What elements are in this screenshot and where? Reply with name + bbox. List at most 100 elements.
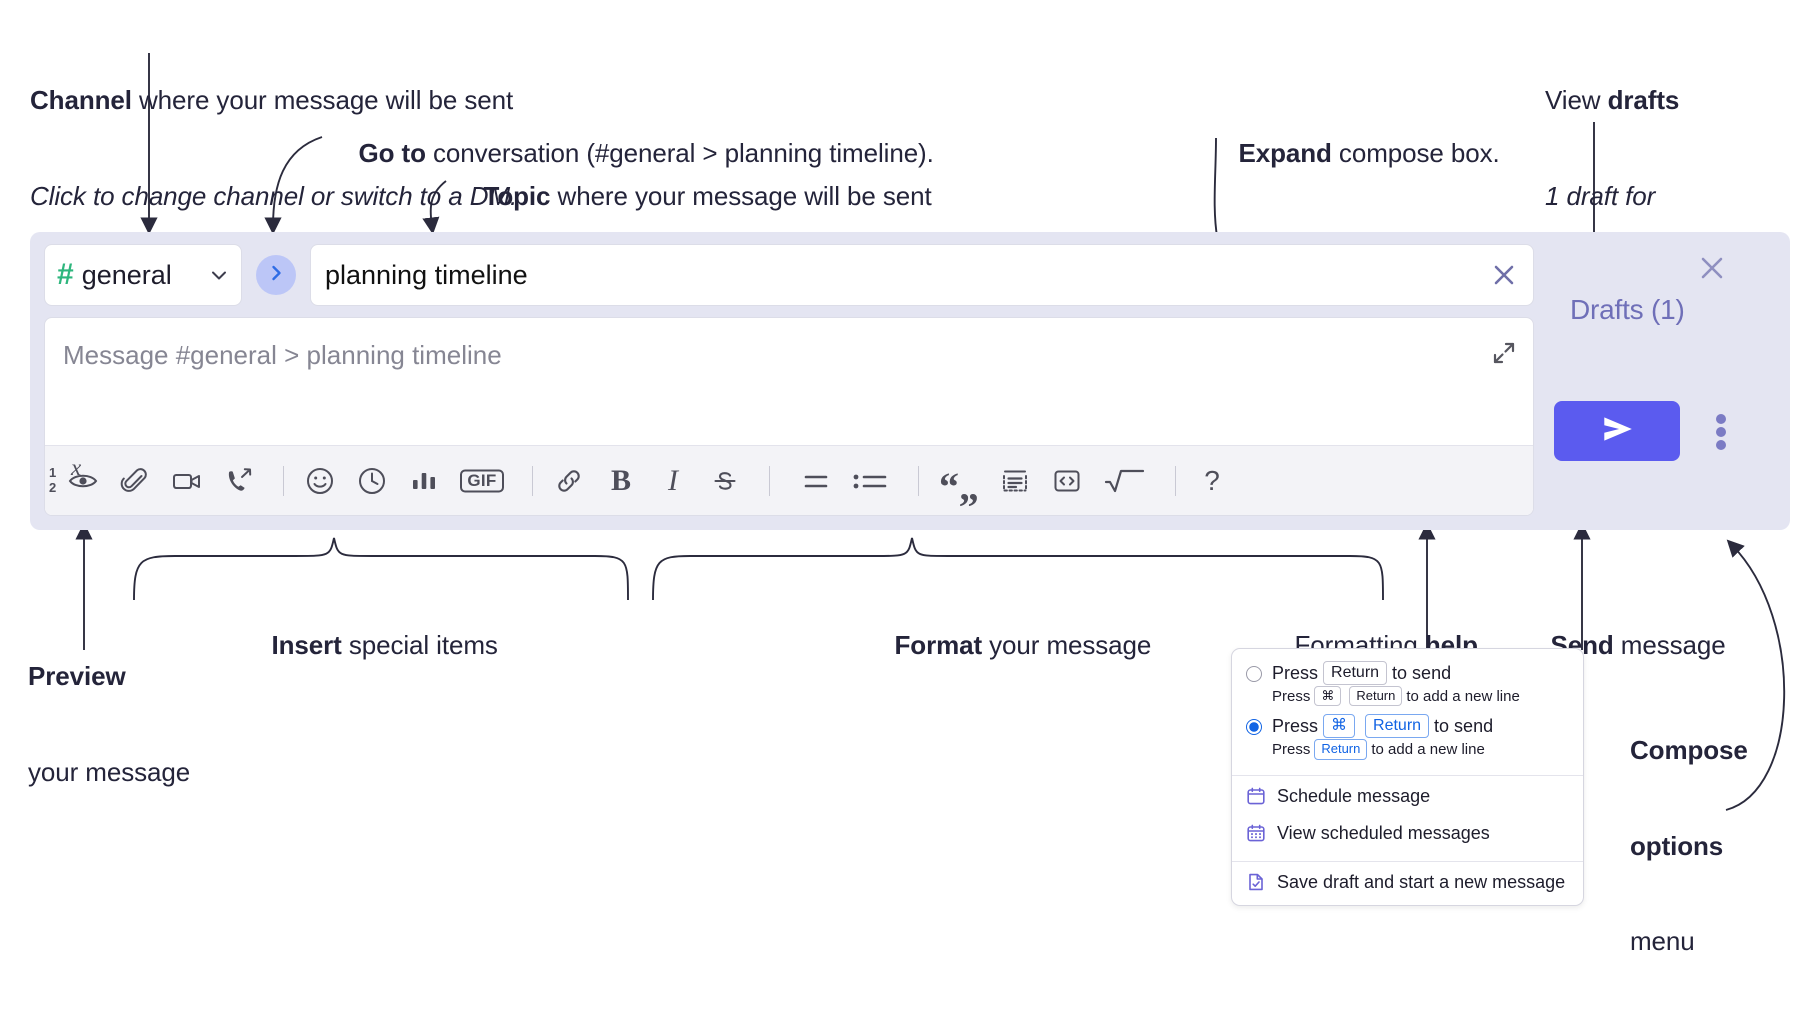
kebab-dot [1716, 427, 1726, 437]
send-icon [1599, 413, 1635, 450]
kebab-dot [1716, 440, 1726, 450]
send-button[interactable] [1554, 401, 1680, 461]
option2-sub-tail: to add a new line [1371, 740, 1485, 758]
audio-call-icon[interactable] [217, 459, 261, 503]
annotation-topic-rest: where your message will be sent [550, 180, 932, 211]
annotation-topic: Topic where your message will be sent [455, 149, 932, 244]
video-icon[interactable] [165, 459, 209, 503]
menu-item-save-draft[interactable]: Save draft and start a new message [1232, 862, 1583, 905]
menu-item-view-scheduled[interactable]: View scheduled messages [1232, 815, 1583, 852]
menu-option-cmd-return-to-send[interactable]: Press ⌘ Return to send [1232, 706, 1583, 739]
key-command: ⌘ [1314, 686, 1342, 707]
toolbar-separator [532, 465, 533, 496]
compose-options-menu: Press Return to send Press ⌘ Return to a… [1231, 648, 1584, 906]
gif-label: GIF [467, 470, 497, 490]
annotation-insert-rest: special items [341, 629, 498, 660]
expand-icon[interactable] [1491, 340, 1517, 366]
option2-tail-label: to send [1434, 715, 1494, 736]
channel-name-label: general [81, 259, 172, 290]
help-icon[interactable]: ? [1190, 459, 1234, 503]
gif-icon[interactable]: GIF [454, 459, 510, 503]
message-placeholder: Message #general > planning timeline [63, 340, 502, 370]
annotation-format: Format your message [866, 598, 1152, 693]
annotation-channel: Channel where your message will be sent … [30, 22, 517, 276]
menu-item-label: Save draft and start a new message [1277, 871, 1566, 892]
drafts-link[interactable]: Drafts (1) [1570, 294, 1685, 325]
option2-press-label: Press [1272, 715, 1319, 736]
option2-sub-press: Press [1272, 740, 1311, 758]
blockquote-icon[interactable]: “„ [939, 463, 979, 509]
hash-icon: # [57, 258, 74, 291]
annotation-compose-options: Compose options menu [1630, 672, 1748, 1021]
clear-topic-close-icon[interactable] [1489, 260, 1519, 290]
annotation-preview: Preview your message [28, 598, 190, 852]
menu-item-schedule-message[interactable]: Schedule message [1232, 776, 1583, 815]
topic-input[interactable]: planning timeline [310, 244, 1534, 306]
save-draft-icon [1246, 872, 1266, 892]
key-return: Return [1323, 661, 1388, 685]
formatting-toolbar: GIF B I [45, 445, 1533, 515]
compose-panel: # general planning timeline [30, 232, 1790, 530]
calendar-icon [1246, 786, 1266, 806]
goto-conversation-button[interactable] [256, 255, 296, 295]
link-icon[interactable] [547, 459, 591, 503]
poll-icon[interactable] [402, 459, 446, 503]
annotation-preview-bold: Preview [28, 661, 126, 692]
toolbar-separator [283, 465, 284, 496]
annotation-send: Send message [1522, 598, 1726, 693]
strikethrough-icon[interactable] [703, 459, 747, 503]
kebab-dot [1716, 414, 1726, 424]
annotation-insert: Insert special items [243, 598, 498, 693]
annotation-goto-bold: Go to [358, 137, 426, 168]
message-input-box[interactable]: Message #general > planning timeline [44, 317, 1534, 516]
compose-options-kebab-icon[interactable] [1708, 410, 1734, 454]
annotation-format-rest: your message [982, 629, 1152, 660]
bulleted-list-icon[interactable] [844, 459, 896, 503]
menu-item-label: View scheduled messages [1277, 822, 1490, 843]
annotation-topic-bold: Topic [483, 180, 551, 211]
menu-divider [1232, 860, 1583, 862]
annotation-channel-rest: where your message will be sent [131, 85, 514, 116]
menu-option1-subtext: Press ⌘ Return to add a new line [1232, 685, 1583, 707]
attachment-icon[interactable] [113, 459, 157, 503]
topic-value: planning timeline [325, 259, 528, 290]
annotation-goto-rest: conversation (#general > planning timeli… [425, 137, 934, 168]
panel-close-icon[interactable] [1695, 251, 1729, 285]
emoji-icon[interactable] [298, 459, 342, 503]
key-return: Return [1365, 714, 1430, 739]
annotation-expand-bold: Expand [1238, 137, 1332, 168]
option1-tail-label: to send [1392, 662, 1452, 683]
annotation-compose-bold2: options [1630, 830, 1724, 861]
code-block-icon[interactable] [993, 459, 1037, 503]
chevron-down-icon [209, 265, 229, 285]
key-command: ⌘ [1323, 714, 1356, 739]
code-icon[interactable] [1045, 459, 1089, 503]
menu-divider [1232, 774, 1583, 776]
compose-header-row: # general planning timeline [44, 244, 1534, 306]
clock-icon[interactable] [350, 459, 394, 503]
channel-selector-button[interactable]: # general [44, 244, 242, 306]
option1-press-label: Press [1272, 662, 1319, 683]
annotation-insert-bold: Insert [271, 629, 342, 660]
annotation-drafts-italic1: 1 draft for [1545, 180, 1656, 211]
math-icon[interactable]: x [71, 455, 1153, 503]
annotation-goto: Go to conversation (#general > planning … [330, 106, 934, 201]
bold-icon[interactable]: B [610, 463, 631, 497]
annotation-preview-rest: your message [28, 756, 191, 787]
compose-editor-area: # general planning timeline [44, 244, 1534, 516]
toolbar-separator [1175, 465, 1176, 496]
annotation-format-bold: Format [894, 629, 983, 660]
radio-unselected-icon[interactable] [1246, 666, 1262, 682]
annotation-channel-bold: Channel [30, 85, 132, 116]
screenshot-root: Channel where your message will be sent … [28, 22, 1790, 956]
radio-selected-icon[interactable] [1246, 719, 1262, 736]
menu-option-return-to-send[interactable]: Press Return to send [1232, 659, 1583, 685]
italic-icon[interactable]: I [668, 463, 678, 497]
annotation-drafts-plain: View [1545, 85, 1608, 116]
annotation-send-rest: message [1613, 629, 1726, 660]
annotation-drafts-bold: drafts [1607, 85, 1680, 116]
annotation-compose-rest: menu [1630, 925, 1695, 956]
chevron-right-icon [266, 263, 286, 288]
preview-icon[interactable] [61, 459, 105, 503]
